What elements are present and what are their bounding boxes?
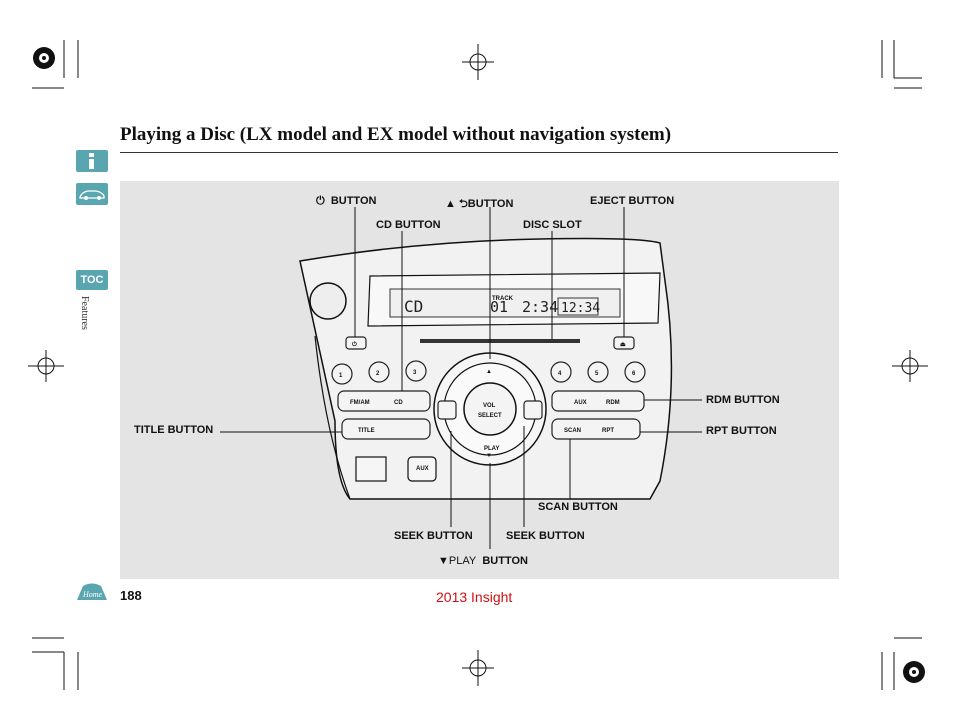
svg-text:AUX: AUX	[574, 400, 587, 406]
toc-label: TOC	[80, 274, 104, 286]
display-mode: CD	[404, 297, 423, 316]
seek-left-callout: SEEK BUTTON	[394, 530, 473, 542]
page-number: 188	[120, 588, 142, 603]
up-arrow-icon: ▲ ⮌	[445, 198, 468, 210]
figure-panel: .lbl { font-family:"Liberation Sans", sa…	[120, 181, 839, 579]
svg-text:SCAN: SCAN	[564, 428, 581, 434]
title-bank	[341, 418, 431, 440]
svg-text:VOL: VOL	[483, 403, 496, 409]
svg-text:2: 2	[376, 371, 380, 377]
svg-text:▲: ▲	[486, 369, 492, 375]
vol-select-knob	[463, 382, 517, 436]
power-callout-text: BUTTON	[330, 195, 377, 207]
play-callout: ▼PLAY BUTTON	[438, 555, 528, 567]
power-icon: ⏻	[316, 195, 325, 207]
rpt-callout: RPT BUTTON	[706, 425, 777, 437]
seek-right-callout: SEEK BUTTON	[506, 530, 585, 542]
fm-am-cd-bank	[337, 390, 431, 412]
svg-text:1: 1	[339, 373, 343, 379]
svg-text:AUX: AUX	[416, 466, 429, 472]
svg-text:RDM: RDM	[606, 400, 620, 406]
seek-left-button	[437, 400, 457, 420]
aux-rdm-bank	[551, 390, 645, 412]
home-label: Home	[82, 590, 103, 599]
svg-text:PLAY: PLAY	[484, 446, 499, 452]
rdm-callout: RDM BUTTON	[706, 394, 780, 406]
page-title: Playing a Disc (LX model and EX model wi…	[120, 124, 672, 145]
up-callout-text: BUTTON	[467, 198, 514, 210]
svg-text:3: 3	[413, 370, 417, 376]
seek-right-button	[523, 400, 543, 420]
power-callout: ⏻ BUTTON	[316, 195, 376, 208]
up-callout: ▲ ⮌BUTTON	[445, 195, 513, 214]
home-tab[interactable]: Home	[75, 582, 109, 601]
section-label: Features	[76, 296, 92, 340]
svg-text:6: 6	[632, 371, 636, 377]
display-track-label: TRACK	[492, 296, 514, 302]
cd-callout: CD BUTTON	[376, 219, 441, 231]
display	[389, 288, 621, 318]
svg-text:▼: ▼	[486, 453, 492, 459]
car-tab[interactable]	[76, 183, 108, 205]
toc-tab[interactable]: TOC	[76, 270, 108, 290]
svg-text:CD: CD	[394, 400, 403, 406]
radio-diagram: .lbl { font-family:"Liberation Sans", sa…	[220, 207, 702, 549]
power-button	[345, 336, 367, 350]
disc-slot	[420, 339, 580, 343]
display-clock: 12:34	[561, 301, 600, 316]
power-knob	[309, 282, 347, 320]
scan-rpt-bank	[551, 418, 641, 440]
eject-callout: EJECT BUTTON	[590, 195, 675, 207]
down-arrow-icon: ▼	[438, 555, 449, 567]
info-tab[interactable]	[76, 150, 108, 172]
aux-jack	[407, 456, 437, 482]
display-elapsed: 2:34	[522, 298, 558, 316]
info-icon	[89, 153, 94, 169]
svg-text:TITLE: TITLE	[358, 428, 375, 434]
title-rule	[120, 152, 838, 153]
display-track: 01	[490, 298, 508, 316]
play-callout-text: BUTTON	[482, 555, 528, 567]
svg-text:⏻: ⏻	[352, 341, 357, 348]
preset-buttons: 1 2 3 4 5 6	[331, 360, 646, 385]
svg-text:4: 4	[558, 371, 562, 377]
aux-cover	[355, 456, 387, 482]
svg-text:SELECT: SELECT	[478, 413, 502, 419]
section-label-text: Features	[79, 296, 90, 330]
svg-text:⏏: ⏏	[620, 342, 626, 348]
svg-text:FM/AM: FM/AM	[350, 400, 370, 406]
play-callout-prefix: PLAY	[448, 555, 477, 567]
disc-slot-callout: DISC SLOT	[523, 219, 582, 231]
title-callout: TITLE BUTTON	[134, 424, 214, 436]
svg-text:RPT: RPT	[602, 428, 614, 434]
footer-text: 2013 Insight	[436, 589, 513, 605]
scan-callout: SCAN BUTTON	[538, 501, 618, 513]
car-icon	[79, 190, 105, 200]
svg-text:5: 5	[595, 371, 599, 377]
